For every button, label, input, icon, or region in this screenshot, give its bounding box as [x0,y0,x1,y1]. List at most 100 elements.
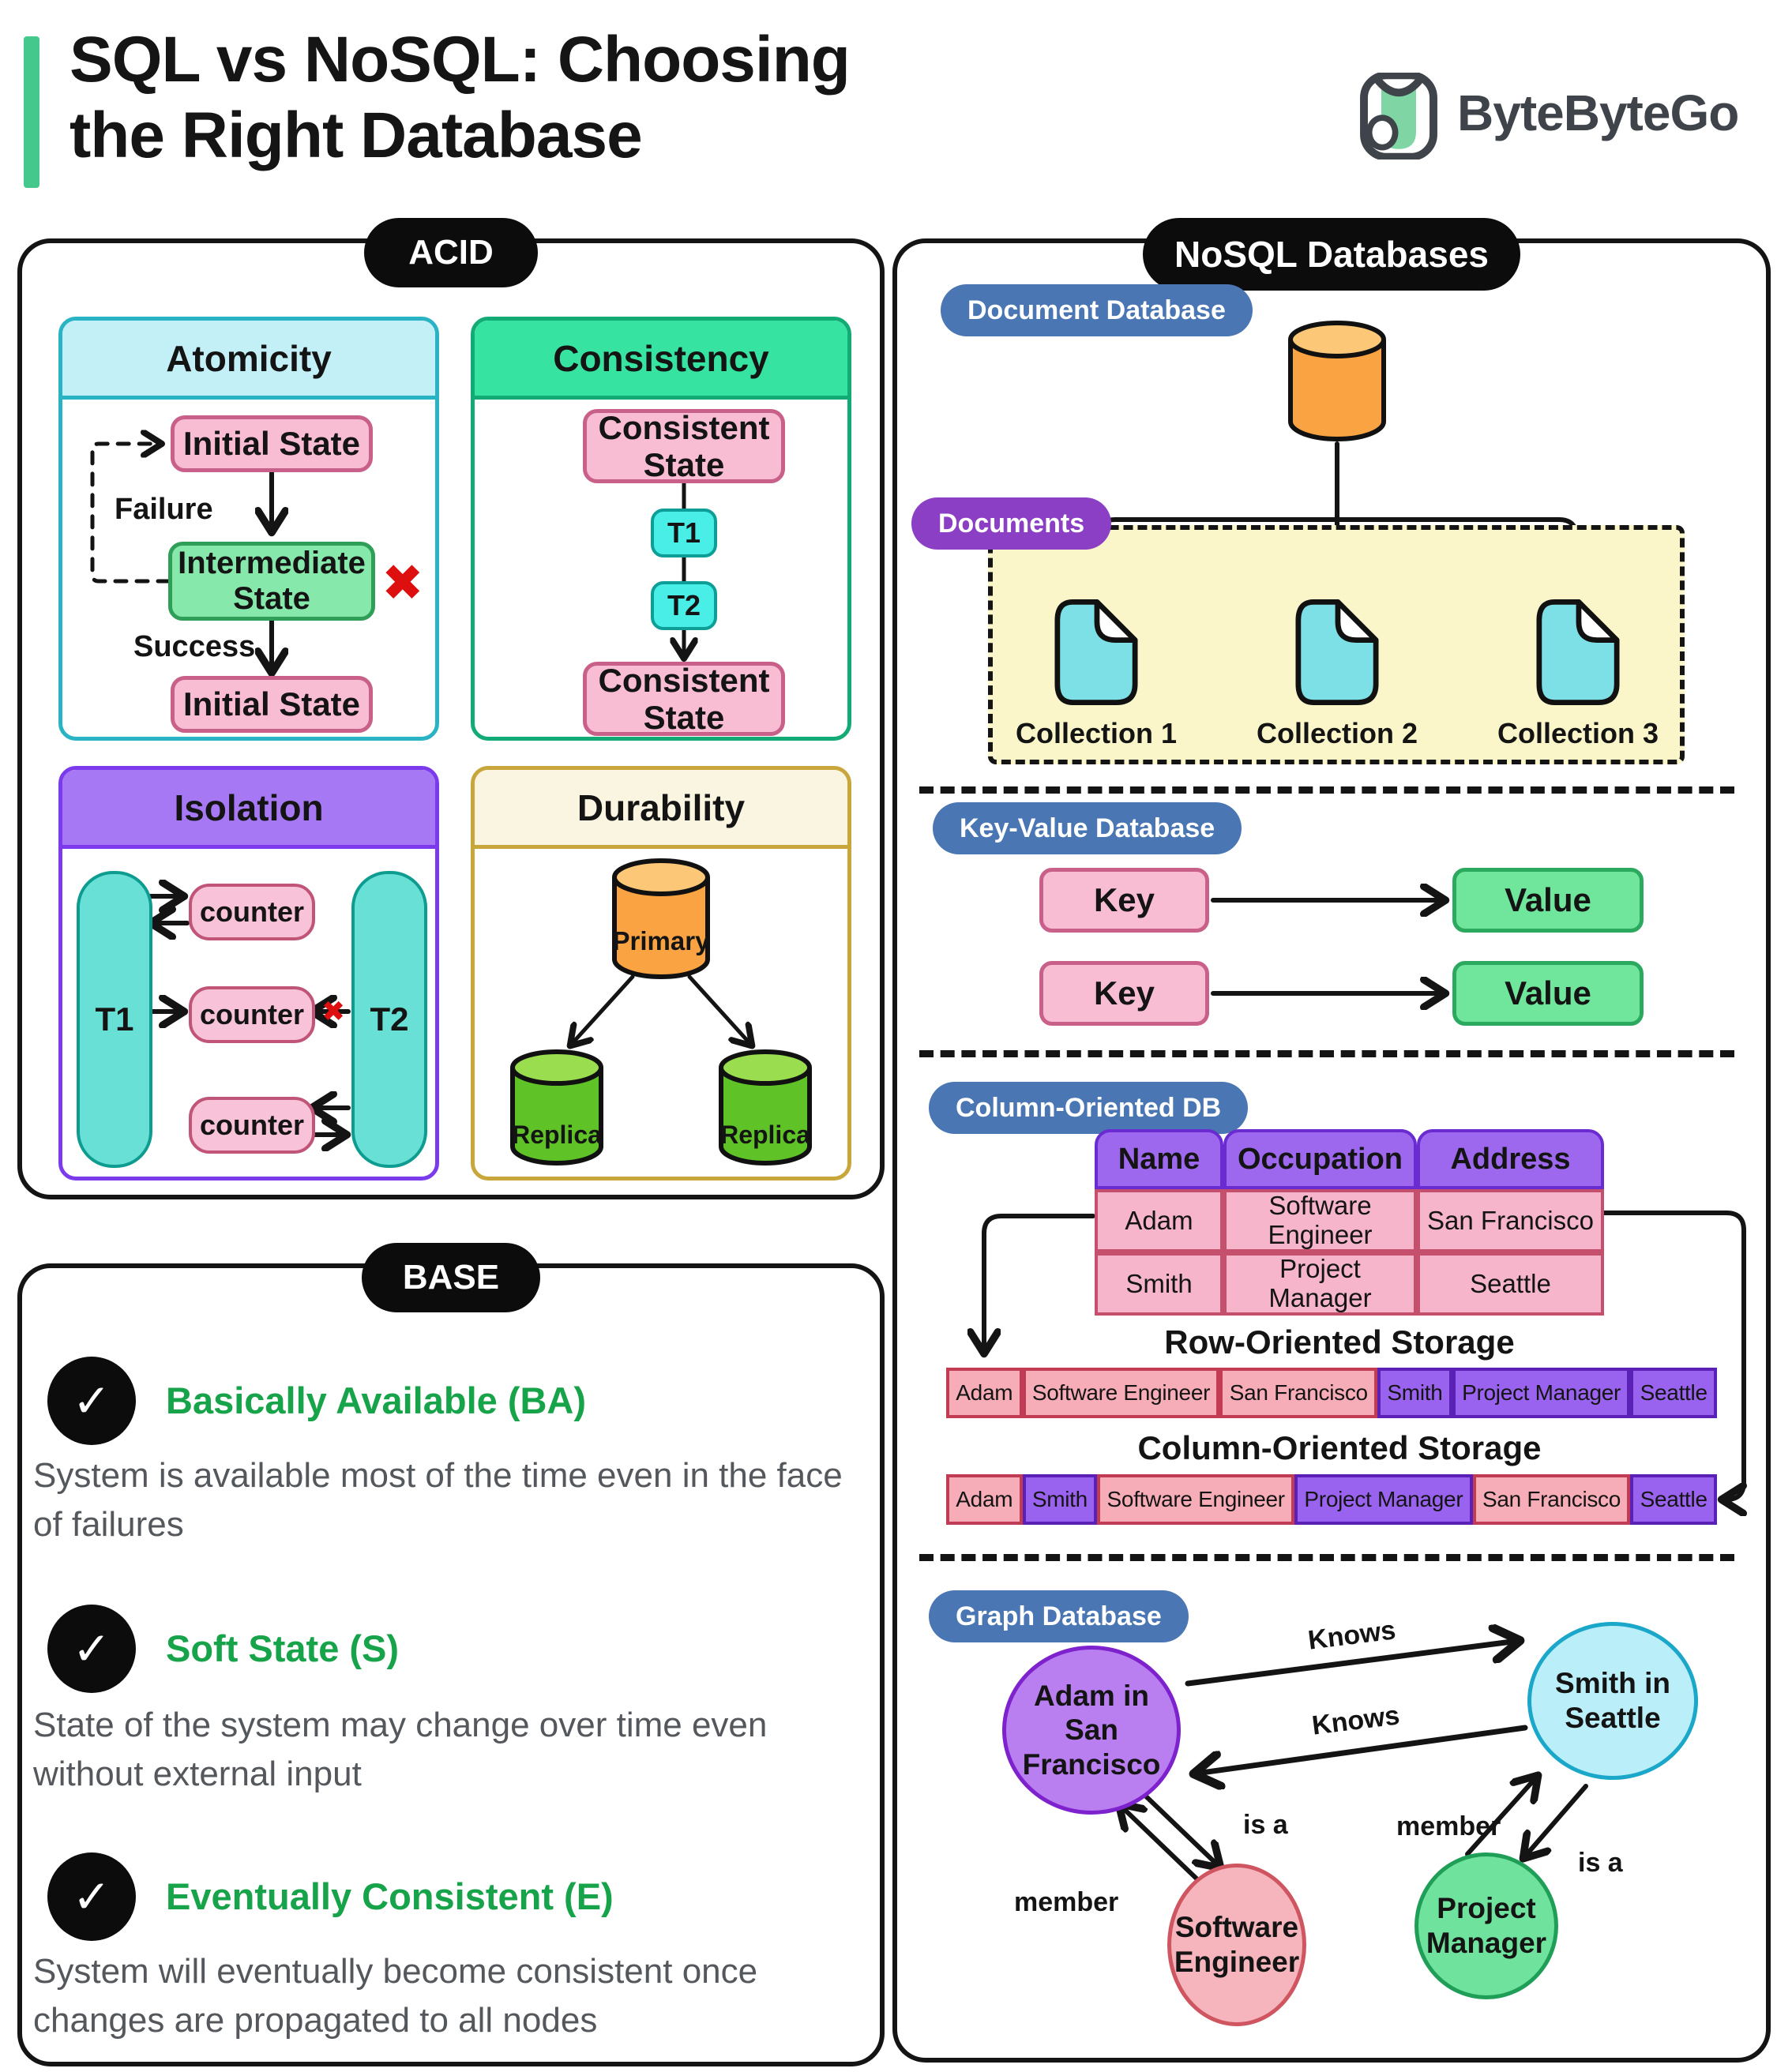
graph-database-badge: Graph Database [929,1590,1189,1642]
base-item-body: System is available most of the time eve… [33,1456,843,1544]
table-header-cell: Name [1095,1129,1223,1189]
graph-node-project-manager: Project Manager [1414,1852,1558,1999]
consistent-state-top-box: Consistent State [583,409,785,483]
table-cell: Seattle [1417,1252,1604,1316]
table-cell: Software Engineer [1223,1189,1417,1252]
row-oriented-strip: Adam Software Engineer San Francisco Smi… [946,1368,1718,1418]
section-separator [919,1554,1734,1561]
edge-label-knows-top: Knows [1306,1615,1398,1656]
strip-cell: Smith [1022,1474,1098,1525]
edge-label-member-left: member [1014,1887,1119,1917]
section-separator [919,1050,1734,1057]
atomicity-title: Atomicity [62,321,435,400]
primary-label: Primary [612,926,710,955]
graph-node-adam: Adam in San Francisco [1002,1646,1181,1815]
counter-box-1: counter [189,884,315,940]
brand-name: ByteByteGo [1457,84,1739,141]
t2-box: T2 [651,581,717,630]
edge-label-is-a-left: is a [1243,1810,1288,1840]
replica-label: Replica [720,1120,810,1149]
nosql-pill: NoSQL Databases [1143,218,1520,291]
page-title: SQL vs NoSQL: Choosing the Right Databas… [70,24,851,171]
collection-label: Collection 3 [1497,717,1659,749]
column-oriented-strip: Adam Smith Software Engineer Project Man… [946,1474,1718,1525]
failure-x-icon: ✖ [381,554,424,613]
check-icon: ✓ [47,1605,136,1693]
document-icon [1054,599,1138,706]
t1-box: T1 [651,509,717,557]
check-glyph: ✓ [72,1622,111,1676]
strip-cell: Project Manager [1294,1474,1473,1525]
table-header-cell: Address [1417,1129,1604,1189]
documents-badge: Documents [911,497,1112,550]
column-oriented-db-badge: Column-Oriented DB [929,1082,1249,1134]
strip-cell: San Francisco [1219,1368,1378,1418]
graph-node-smith: Smith in Seattle [1527,1622,1698,1780]
primary-db-cylinder-icon: Primary [610,857,712,982]
counter-box-3: counter [189,1097,315,1154]
document-database-badge: Document Database [941,284,1253,336]
check-icon: ✓ [47,1852,136,1941]
base-pill: BASE [362,1243,540,1312]
table-cell: Adam [1095,1189,1223,1252]
column-storage-title: Column-Oriented Storage [1137,1429,1542,1466]
strip-cell: San Francisco [1472,1474,1631,1525]
initial-state-top-box: Initial State [171,415,373,472]
durability-title: Durability [475,770,847,849]
failure-label: Failure [115,493,213,526]
initial-state-bottom-box: Initial State [171,676,373,733]
table-cell: Smith [1095,1252,1223,1316]
acid-pill: ACID [364,218,538,287]
strip-cell: Smith [1377,1368,1452,1418]
title-accent-bar [24,36,39,188]
replica-db-cylinder-icon: Replica [508,1048,606,1168]
durability-card: Durability Primary [471,766,851,1181]
strip-cell: Adam [946,1474,1023,1525]
strip-cell: Seattle [1630,1474,1718,1525]
edge-label-member-right: member [1396,1811,1501,1841]
strip-cell: Seattle [1630,1368,1718,1418]
key-box: Key [1039,961,1209,1026]
consistent-state-bottom-box: Consistent State [583,662,785,736]
key-box: Key [1039,868,1209,933]
row-storage-title: Row-Oriented Storage [1164,1323,1515,1361]
document-icon [1295,599,1379,706]
base-item-heading: Soft State (S) [166,1627,400,1669]
replica-db-cylinder-icon: Replica [716,1048,814,1168]
strip-cell: Software Engineer [1097,1474,1295,1525]
check-icon: ✓ [47,1357,136,1445]
intermediate-state-box: Intermediate State [168,542,375,621]
success-label: Success [133,630,256,663]
base-item-body: State of the system may change over time… [33,1706,768,1793]
consistency-card: Consistency Consistent State T1 T2 Consi… [471,317,851,741]
base-panel: BASE ✓ Basically Available (BA) System i… [17,1243,885,2066]
consistency-title: Consistency [475,321,847,400]
base-item-heading: Eventually Consistent (E) [166,1875,614,1917]
section-separator [919,786,1734,794]
key-value-database-badge: Key-Value Database [933,802,1242,854]
column-db-table: Name Occupation Address Adam Software En… [1095,1129,1604,1316]
table-cell: Project Manager [1223,1252,1417,1316]
isolation-card: Isolation T1 T2 counter counter counter … [58,766,439,1181]
isolation-title: Isolation [62,770,435,849]
nosql-panel: NoSQL Databases Document Database Docume… [892,218,1771,2063]
base-item-body: System will eventually become consistent… [33,1952,758,2040]
blocked-x-icon: ✖ [321,996,346,1028]
acid-panel: ACID Atomicity Initial State Failure Int… [17,218,885,1199]
t2-transaction-bar: T2 [351,871,427,1168]
counter-box-2: counter [189,986,315,1043]
atomicity-card: Atomicity Initial State Failure Intermed… [58,317,439,741]
document-icon [1536,599,1620,706]
check-glyph: ✓ [72,1374,111,1428]
edge-label-is-a-right: is a [1578,1848,1623,1878]
check-glyph: ✓ [72,1870,111,1924]
replica-label: Replica [512,1120,602,1149]
table-header-cell: Occupation [1223,1129,1417,1189]
strip-cell: Project Manager [1452,1368,1631,1418]
collection-label: Collection 2 [1256,717,1418,749]
value-box: Value [1452,961,1644,1026]
value-box: Value [1452,868,1644,933]
collection-label: Collection 1 [1015,717,1178,749]
document-db-cylinder-icon [1286,319,1388,444]
